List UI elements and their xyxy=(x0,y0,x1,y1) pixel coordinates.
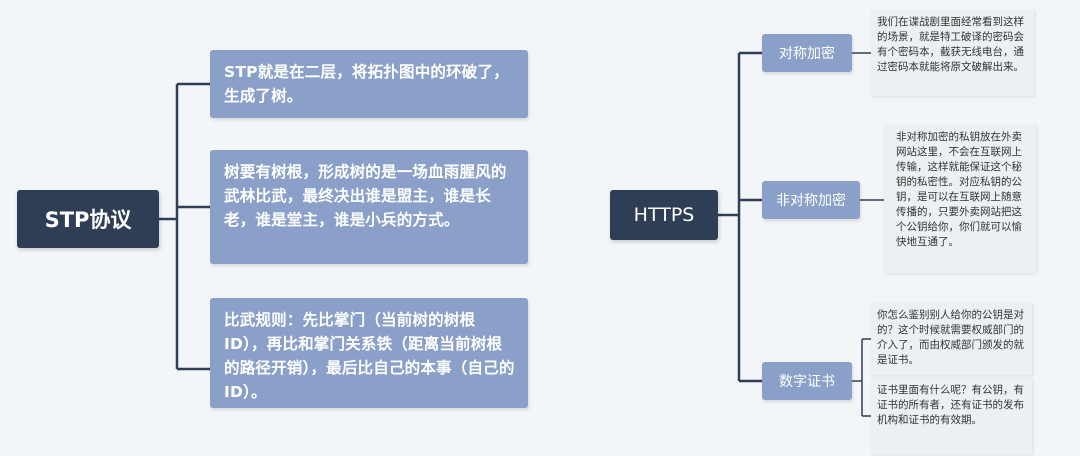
branch-asymmetric-encryption: 非对称加密 xyxy=(762,181,860,219)
note-certificate-authority: 你怎么鉴别别人给你的公钥是对的？这个时候就需要权威部门的介入了，而由权威部门颁发… xyxy=(871,303,1032,375)
stp-panel-definition: STP就是在二层，将拓扑图中的环破了，生成了树。 xyxy=(210,50,528,118)
stp-panel-tree-root: 树要有树根，形成树的是一场血雨腥风的武林比武，最终决出谁是盟主，谁是长老，谁是堂… xyxy=(210,150,528,264)
branch-digital-certificate: 数字证书 xyxy=(762,362,852,400)
stp-root-node: STP协议 xyxy=(17,190,159,248)
stp-panel-rules: 比武规则：先比掌门（当前树的树根ID），再比和掌门关系铁（距离当前树根的路径开销… xyxy=(210,298,528,408)
note-asymmetric-encryption: 非对称加密的私钥放在外卖网站这里，不会在互联网上传输，这样就能保证这个秘钥的私密… xyxy=(884,125,1036,273)
branch-symmetric-encryption: 对称加密 xyxy=(762,34,852,72)
note-certificate-contents: 证书里面有什么呢？有公钥，有证书的所有者，还有证书的发布机构和证书的有效期。 xyxy=(871,378,1032,454)
note-symmetric-encryption: 我们在谍战剧里面经常看到这样的场景，就是特工破译的密码会有个密码本，截获无线电台… xyxy=(871,10,1034,96)
https-root-node: HTTPS xyxy=(610,190,718,240)
